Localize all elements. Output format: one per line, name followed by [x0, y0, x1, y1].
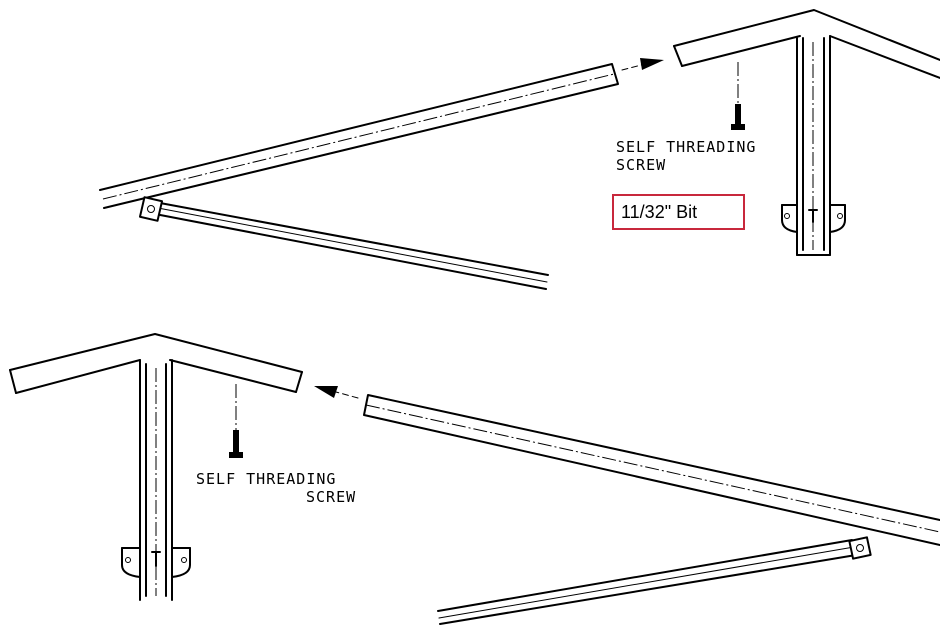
- bottom-diagonal-rail: [363, 394, 940, 546]
- top-screw-label-line2: SCREW: [616, 156, 666, 174]
- bottom-screw-label-line2: SCREW: [306, 488, 356, 506]
- bottom-corner-connector: [9, 333, 303, 601]
- bottom-assembly: SELF THREADING SCREW: [9, 333, 940, 625]
- top-insertion-arrow: [621, 58, 664, 71]
- bottom-brace-arm: [437, 536, 872, 625]
- bottom-screw: [229, 384, 243, 458]
- top-screw-label-line1: SELF THREADING: [616, 138, 756, 156]
- top-diagonal-rail: [99, 63, 619, 209]
- top-assembly: SELF THREADING SCREW: [99, 9, 940, 290]
- bottom-screw-label-line1: SELF THREADING: [196, 470, 336, 488]
- top-corner-connector: [673, 9, 940, 256]
- top-screw: [731, 62, 745, 130]
- top-brace-arm: [138, 196, 549, 290]
- bottom-insertion-arrow: [314, 386, 359, 399]
- bit-size-callout: 11/32" Bit: [612, 194, 745, 230]
